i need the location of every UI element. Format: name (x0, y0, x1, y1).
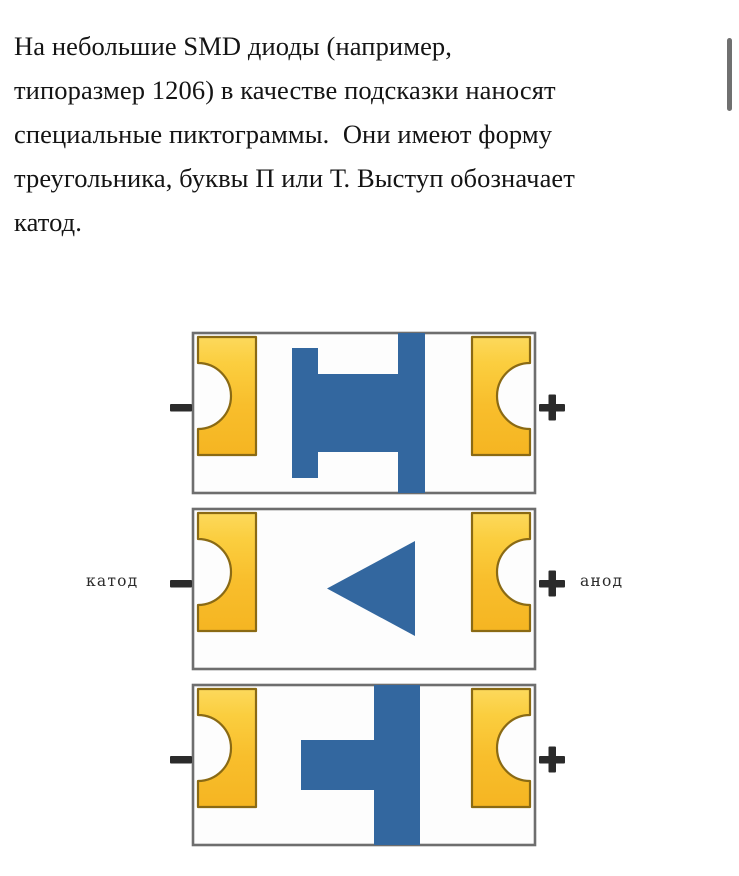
smd-diode-marking-figure: катод анод (0, 300, 739, 876)
diode-1-group (170, 331, 565, 495)
diode-2-group (170, 507, 565, 671)
diode-1-minus-sign (170, 404, 192, 412)
vertical-scrollbar-thumb[interactable] (727, 38, 732, 111)
diode-3-group (170, 683, 565, 847)
article-body-text: На небольшие SMD диоды (например, типора… (14, 31, 575, 237)
diode-3-minus-sign (170, 756, 192, 764)
diode-2-marking-triangle (327, 541, 415, 636)
diode-2-minus-sign (170, 580, 192, 588)
cathode-label: катод (86, 572, 139, 590)
diode-1-marking-pi (292, 333, 425, 493)
anode-label: анод (580, 572, 624, 590)
diode-1-plus-sign (539, 394, 565, 421)
smd-diode-diagram (170, 331, 565, 847)
diode-3-plus-sign (539, 746, 565, 773)
diode-2-plus-sign (539, 570, 565, 597)
diode-3-marking-t (301, 685, 420, 845)
